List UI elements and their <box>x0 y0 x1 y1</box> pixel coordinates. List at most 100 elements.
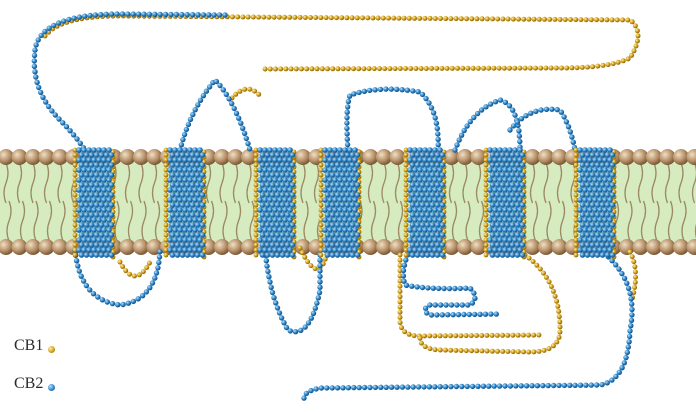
cb2-residue <box>190 152 196 158</box>
cb2-residue <box>262 147 268 153</box>
cb1-residue <box>402 16 407 21</box>
cb2-residue <box>150 280 155 285</box>
cb2-residue <box>556 383 561 388</box>
cb2-residue <box>411 384 416 389</box>
cb2-residue <box>430 152 436 158</box>
cb2-residue <box>229 101 234 106</box>
cb2-residue <box>605 152 611 158</box>
cb2-residue <box>420 242 426 248</box>
cb2-residue <box>330 242 336 248</box>
cb1-residue <box>233 92 238 97</box>
cb2-residue <box>76 217 82 223</box>
cb2-residue <box>172 157 178 163</box>
cb2-residue <box>110 301 115 306</box>
cb2-residue <box>607 237 613 243</box>
cb2-residue <box>602 197 608 203</box>
cb1-residue <box>484 163 489 168</box>
cb2-residue <box>104 222 110 228</box>
cb2-residue <box>322 197 328 203</box>
cb2-residue <box>96 247 102 253</box>
cb1-residue <box>553 294 558 299</box>
cb2-residue <box>600 202 606 208</box>
cb2-residue <box>517 187 523 193</box>
cb2-residue <box>290 202 296 208</box>
cb2-residue <box>89 192 95 198</box>
cb2-residue <box>417 177 423 183</box>
cb1-residue <box>479 348 484 353</box>
cb2-residue <box>607 207 613 213</box>
cb2-residue <box>610 212 616 218</box>
cb2-residue <box>79 212 85 218</box>
cb1-residue <box>268 67 273 72</box>
cb2-residue <box>257 217 263 223</box>
cb1-residue <box>557 335 562 340</box>
cb2-residue <box>500 222 506 228</box>
cb2-residue <box>497 237 503 243</box>
cb1-residue <box>495 349 500 354</box>
cb2-residue <box>437 167 443 173</box>
cb2-residue <box>629 318 634 323</box>
cb2-residue <box>487 227 493 233</box>
cb2-residue <box>170 202 176 208</box>
cb2-residue <box>417 237 423 243</box>
cb2-residue <box>440 172 446 178</box>
cb2-residue <box>520 222 526 228</box>
cb2-residue <box>505 152 511 158</box>
cb2-residue <box>415 192 421 198</box>
cb1-residue <box>549 284 554 289</box>
cb2-residue <box>91 227 97 233</box>
cb1-residue <box>132 274 137 279</box>
cb2-residue <box>610 162 616 168</box>
cb2-residue <box>200 152 206 158</box>
cb2-residue <box>425 285 430 290</box>
cb1-residue <box>500 17 505 22</box>
cb2-residue <box>454 142 459 147</box>
cb2-residue <box>427 227 433 233</box>
cb2-residue <box>200 232 206 238</box>
cb2-residue <box>195 222 201 228</box>
cb2-residue <box>350 172 356 178</box>
cb2-residue <box>340 182 346 188</box>
cb2-residue <box>180 182 186 188</box>
cb1-residue <box>247 87 252 92</box>
cb2-residue <box>195 212 201 218</box>
cb2-residue <box>492 157 498 163</box>
cb2-residue <box>285 172 291 178</box>
cb2-residue <box>510 192 516 198</box>
cb2-residue <box>500 212 506 218</box>
cb1-residue <box>278 66 283 71</box>
cb2-residue <box>200 172 206 178</box>
cb2-residue <box>458 286 463 291</box>
cb1-residue <box>235 14 240 19</box>
cb1-residue <box>443 348 448 353</box>
cb2-residue <box>533 109 538 114</box>
cb1-residue <box>289 66 294 71</box>
cb2-residue <box>500 232 506 238</box>
cb2-residue <box>425 242 431 248</box>
cb2-residue <box>192 177 198 183</box>
cb2-residue <box>200 222 206 228</box>
cb1-residue <box>254 253 259 258</box>
cb2-residue <box>187 157 193 163</box>
cb2-residue <box>437 147 443 153</box>
cb2-residue <box>182 132 187 137</box>
cb2-residue <box>495 222 501 228</box>
cb2-residue <box>175 202 181 208</box>
cb2-residue <box>597 187 603 193</box>
cb2-residue <box>182 167 188 173</box>
cb1-residue <box>534 263 539 268</box>
cb2-residue <box>287 207 293 213</box>
cb2-residue <box>267 157 273 163</box>
cb2-residue <box>170 152 176 158</box>
cb1-residue <box>308 263 313 268</box>
cb2-residue <box>495 232 501 238</box>
cb1-residue <box>339 15 344 20</box>
cb1-residue <box>298 15 303 20</box>
cb2-residue <box>99 162 105 168</box>
cb1-residue <box>556 309 561 314</box>
cb2-residue <box>262 227 268 233</box>
cb1-residue <box>147 261 152 266</box>
cb2-residue <box>505 162 511 168</box>
cb2-residue <box>342 207 348 213</box>
cb1-residue <box>555 304 560 309</box>
